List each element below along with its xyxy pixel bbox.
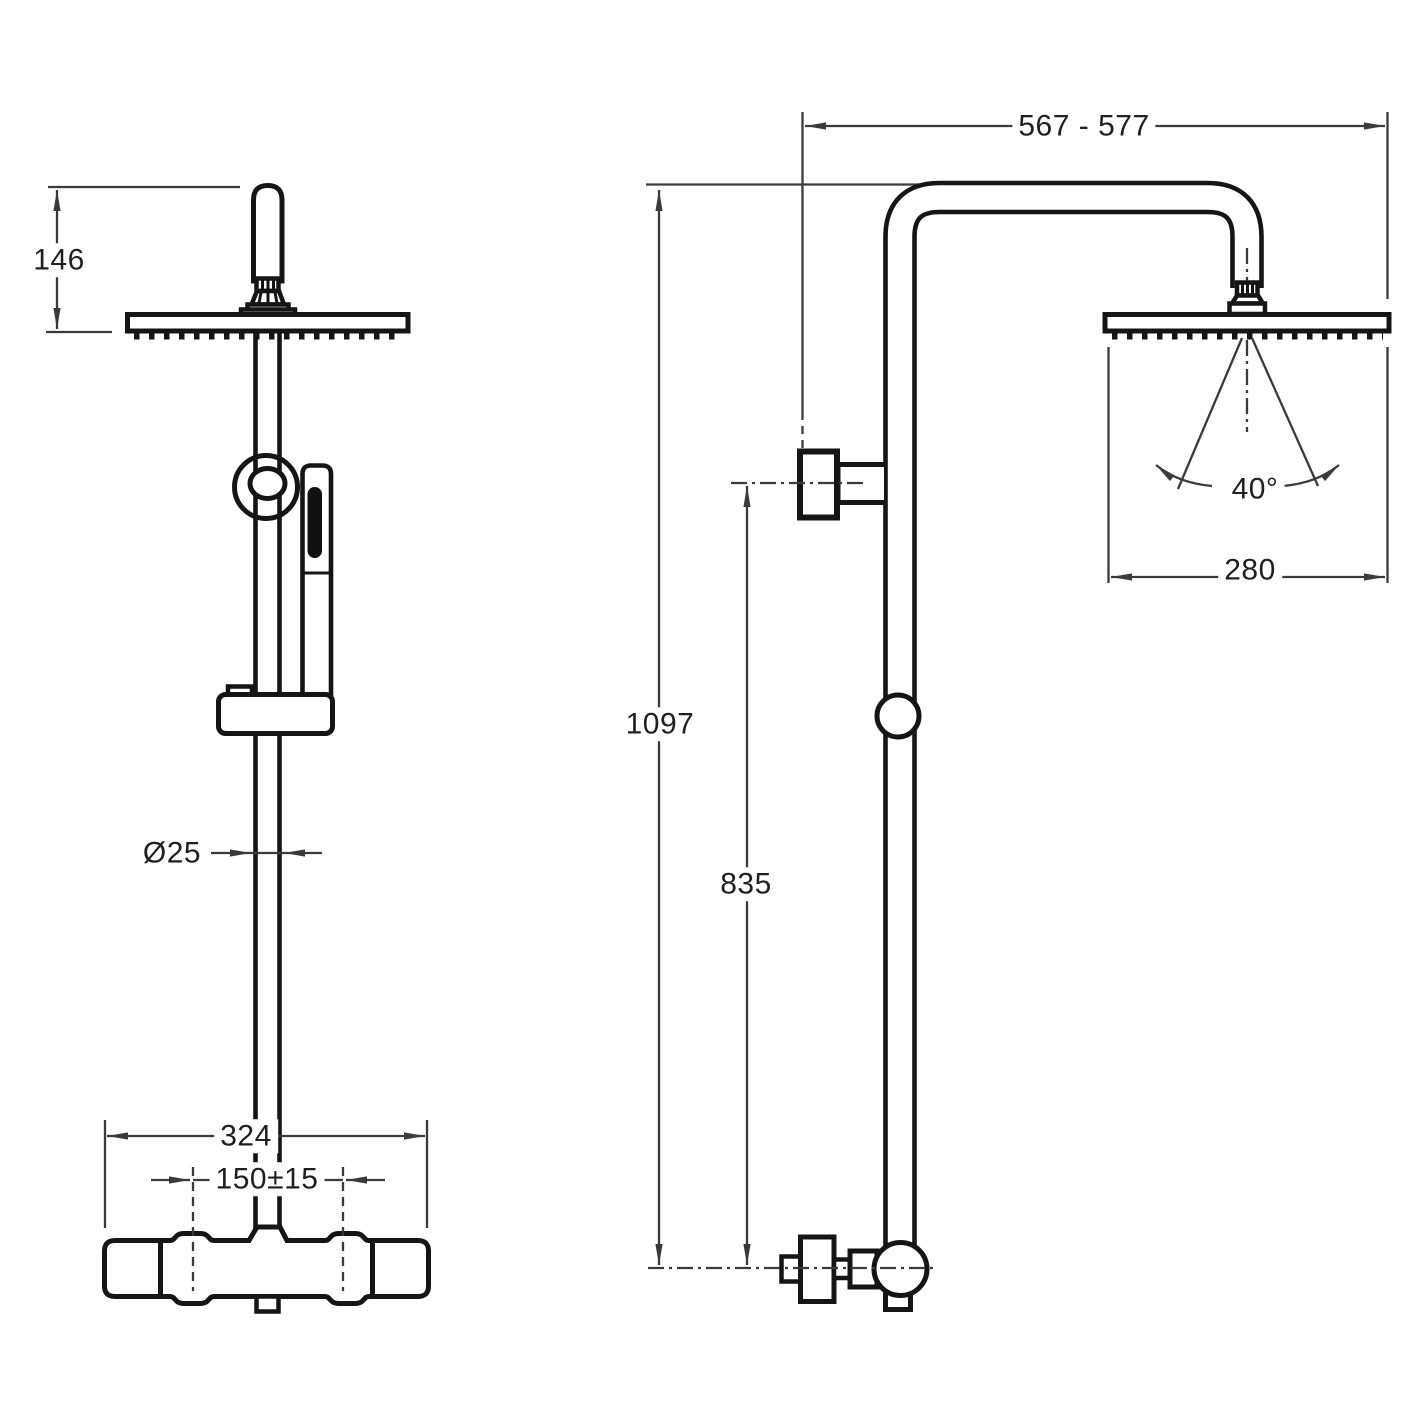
dim-146-label: 146	[27, 243, 91, 277]
front-hand-shower-face	[307, 487, 322, 558]
dim-567-577-label: 567 - 577	[1012, 109, 1156, 143]
front-valve-right-cap	[369, 1238, 431, 1299]
front-arm-end-pill	[251, 182, 285, 284]
side-valve-handle	[798, 1234, 837, 1304]
front-valve-outlet	[254, 1294, 281, 1314]
side-pipe-connector	[874, 692, 922, 740]
dim-324-label: 324	[214, 1119, 278, 1153]
dim-150-label: 150±15	[209, 1162, 325, 1196]
front-head-cone-ribs	[257, 292, 279, 304]
dim-pipe-diameter-label: Ø25	[136, 836, 208, 870]
front-shower-head-plate	[125, 312, 411, 334]
dim-835-label: 835	[714, 867, 778, 901]
dim-1097-label: 1097	[619, 707, 701, 741]
side-bracket-flange	[797, 448, 840, 521]
side-riser-and-arm-outer	[883, 180, 1264, 1255]
front-view	[102, 182, 431, 1314]
front-valve-left-cap	[102, 1238, 164, 1299]
side-shower-head-plate	[1102, 312, 1392, 334]
front-valve-centerlines	[191, 1167, 345, 1291]
front-diverter-ring-inner	[247, 466, 288, 501]
side-view	[779, 180, 1392, 1312]
front-head-nut-ribs	[261, 280, 275, 290]
front-slider-bracket	[216, 692, 335, 736]
dim-spray-angle-label: 40°	[1225, 472, 1285, 506]
side-riser-and-arm-inner	[887, 185, 1260, 1255]
side-head-nut-ribs	[1241, 284, 1254, 294]
dim-280-label: 280	[1218, 553, 1282, 587]
front-valve-body	[158, 1224, 375, 1306]
dim-spray-angle	[1155, 248, 1340, 490]
